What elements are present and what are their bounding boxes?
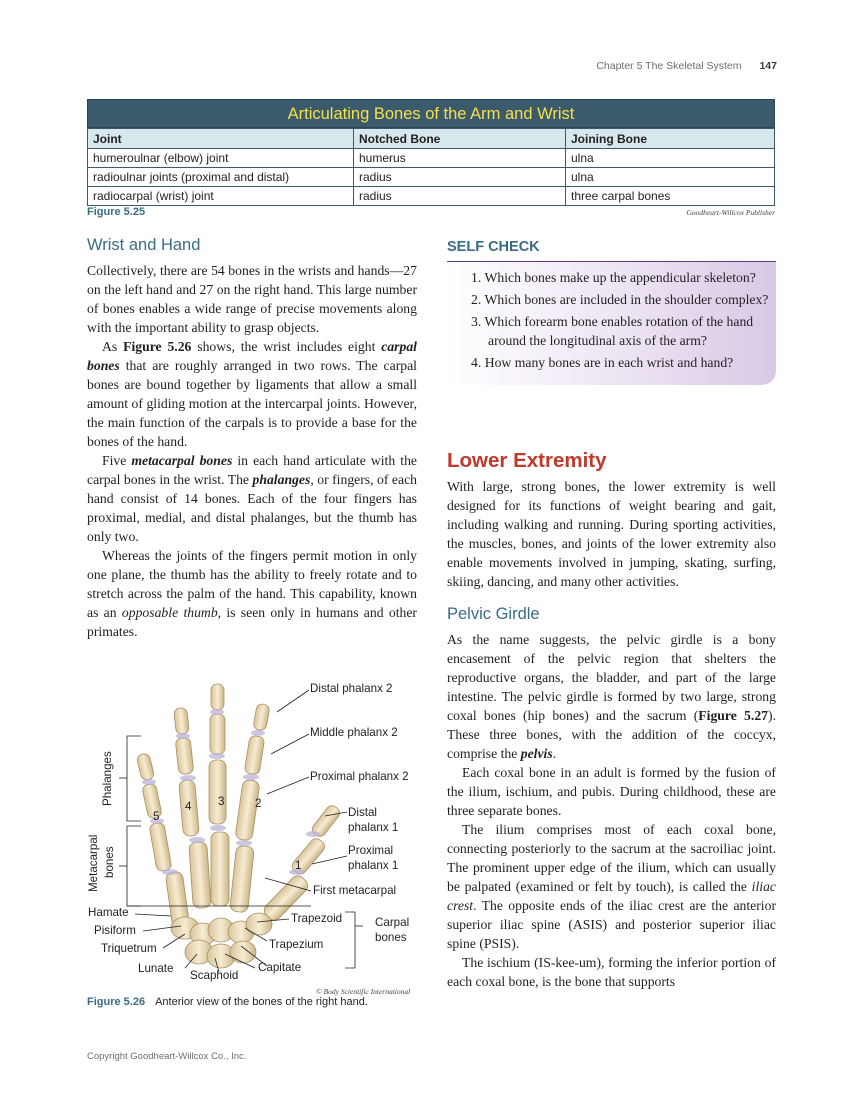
digit-number-3: 3 [218, 795, 225, 808]
table-cell: ulna [565, 148, 775, 168]
table-credit: Goodheart-Willcox Publisher [686, 208, 775, 217]
subsection-heading: Pelvic Girdle [447, 605, 540, 623]
articulating-bones-table: Articulating Bones of the Arm and Wrist … [87, 99, 775, 206]
page-number: 147 [759, 60, 777, 72]
label-phalanges: Phalanges [101, 751, 114, 806]
question-item: 1. Which bones make up the appendicular … [471, 270, 756, 285]
paragraph: As Figure 5.26 shows, the wrist includes… [87, 339, 417, 449]
italic-term: iliac crest [447, 879, 776, 913]
running-head: Chapter 5 The Skeletal System 147 [596, 60, 777, 72]
label-first-metacarpal: First metacarpal [313, 884, 397, 897]
label-carpal-bones-line2: bones [375, 931, 407, 944]
figure-5-25-label: Figure 5.25 [87, 206, 146, 218]
paragraph: As the name suggests, the pelvic girdle … [447, 632, 776, 761]
label-proximal-phalanx-2: Proximal phalanx 2 [310, 770, 409, 783]
digit-number-1: 1 [295, 859, 302, 872]
table-header-row: Joint Notched Bone Joining Bone [87, 128, 775, 149]
label-distal-phalanx-1-line2: phalanx 1 [348, 821, 399, 834]
paragraph: Collectively, there are 54 bones in the … [87, 263, 417, 335]
key-term: carpal bones [87, 339, 417, 373]
digit-number-4: 4 [185, 800, 192, 813]
table-cell: radioulnar joints (proximal and distal) [87, 167, 354, 187]
self-check-title: SELF CHECK [447, 239, 776, 262]
question-item: 2. Which bones are included in the shoul… [471, 292, 769, 307]
label-capitate: Capitate [258, 961, 302, 974]
italic-term: opposable thumb [121, 605, 218, 620]
label-metacarpal-bones-line2: bones [103, 846, 116, 878]
lower-extremity-section: Lower Extremity With large, strong bones… [447, 449, 776, 991]
figure-credit: © Body Scientific International [316, 987, 411, 996]
copyright-footer: Copyright Goodheart-Willcox Co., Inc. [87, 1051, 247, 1062]
table-title: Articulating Bones of the Arm and Wrist [87, 99, 775, 128]
chapter-title: Chapter 5 The Skeletal System [596, 60, 742, 72]
hand-bones-figure: Distal phalanx 2 Middle phalanx 2 Proxim… [87, 676, 419, 988]
label-distal-phalanx-2: Distal phalanx 2 [310, 682, 393, 695]
label-triquetrum: Triquetrum [101, 942, 157, 955]
table-cell: radius [353, 167, 566, 187]
self-check-questions: 1. Which bones make up the appendicular … [447, 262, 776, 385]
paragraph: Five metacarpal bones in each hand artic… [87, 453, 417, 544]
key-term: pelvis [520, 746, 553, 761]
label-trapezium: Trapezium [269, 938, 324, 951]
bones-table: Joint Notched Bone Joining Bone humeroul… [87, 128, 775, 206]
paragraph: The ischium (IS-kee-um), forming the inf… [447, 955, 776, 989]
table-cell: radius [353, 186, 566, 206]
digit-number-2: 2 [255, 797, 262, 810]
label-pisiform: Pisiform [94, 924, 136, 937]
table-cell: three carpal bones [565, 186, 775, 206]
section-heading: Wrist and Hand [87, 236, 201, 254]
digit-number-5: 5 [153, 810, 160, 823]
paragraph: Each coxal bone in an adult is formed by… [447, 765, 776, 818]
label-middle-phalanx-2: Middle phalanx 2 [310, 726, 398, 739]
figure-label: Figure 5.26 [87, 996, 146, 1008]
table-row: radiocarpal (wrist) joint radius three c… [87, 186, 775, 206]
hand-skeleton-illustration [119, 683, 363, 973]
table-row: radioulnar joints (proximal and distal) … [87, 167, 775, 187]
label-trapezoid: Trapezoid [291, 912, 343, 925]
label-distal-phalanx-1: Distal [348, 806, 377, 819]
self-check-box: SELF CHECK 1. Which bones make up the ap… [447, 239, 776, 385]
section-heading: Lower Extremity [447, 449, 607, 472]
key-term: phalanges [252, 472, 311, 487]
figure-reference: Figure 5.27 [698, 708, 769, 723]
table-cell: radiocarpal (wrist) joint [87, 186, 354, 206]
figure-5-26-caption: Figure 5.26 Anterior view of the bones of… [87, 996, 368, 1008]
paragraph: With large, strong bones, the lower extr… [447, 479, 776, 589]
column-header: Notched Bone [353, 128, 566, 149]
figure-reference: Figure 5.26 [123, 339, 192, 354]
question-item: 3. Which forearm bone enables rotation o… [471, 314, 754, 348]
label-proximal-phalanx-1-line2: phalanx 1 [348, 859, 399, 872]
label-carpal-bones: Carpal [375, 916, 410, 929]
table-cell: ulna [565, 167, 775, 187]
paragraph: The ilium comprises most of each coxal b… [447, 822, 776, 951]
column-header: Joining Bone [565, 128, 775, 149]
key-term: metacarpal bones [131, 453, 233, 468]
wrist-and-hand-section: Wrist and Hand Collectively, there are 5… [87, 236, 417, 641]
label-proximal-phalanx-1: Proximal [348, 844, 394, 857]
table-cell: humeroulnar (elbow) joint [87, 148, 354, 168]
paragraph: Whereas the joints of the fingers permit… [87, 548, 417, 639]
column-header: Joint [87, 128, 354, 149]
question-item: 4. How many bones are in each wrist and … [471, 355, 734, 370]
table-row: humeroulnar (elbow) joint humerus ulna [87, 148, 775, 168]
label-lunate: Lunate [138, 962, 174, 975]
label-scaphoid: Scaphoid [190, 969, 239, 982]
label-metacarpal-bones: Metacarpal [87, 834, 100, 892]
figure-caption-text: Anterior view of the bones of the right … [155, 996, 368, 1008]
table-cell: humerus [353, 148, 566, 168]
label-hamate: Hamate [88, 906, 129, 919]
